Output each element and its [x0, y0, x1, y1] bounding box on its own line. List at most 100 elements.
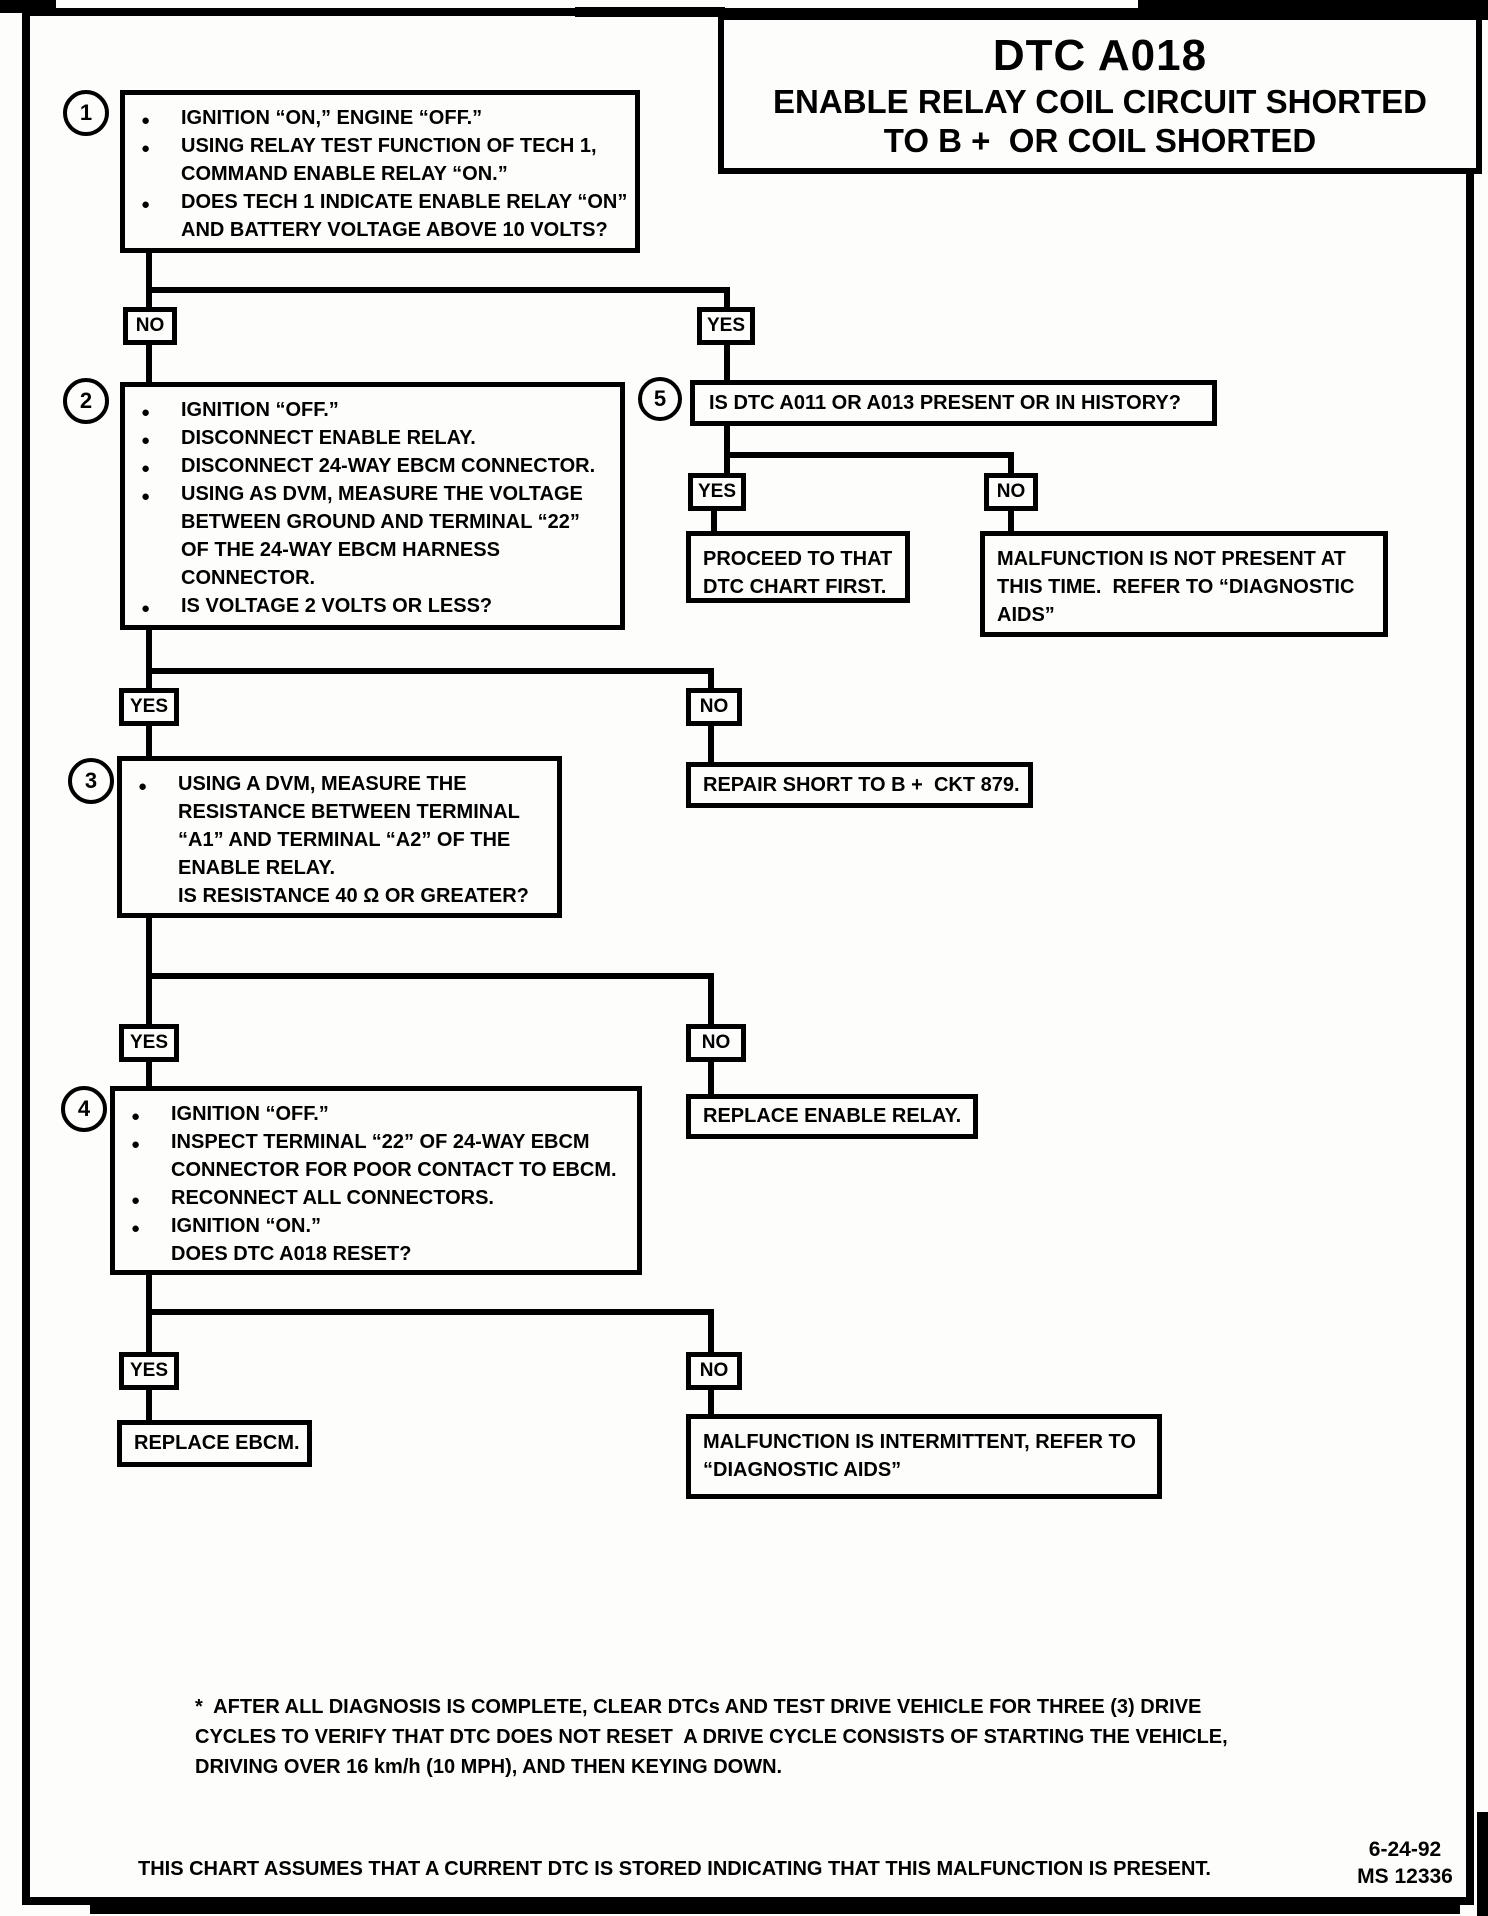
connector-line: [724, 452, 730, 473]
replace-ebcm-result-box: REPLACE EBCM.: [117, 1420, 312, 1467]
connector-line: [1008, 511, 1014, 531]
scan-artifact: [955, 9, 1115, 17]
connector-line: [146, 1062, 152, 1086]
footnote-line: CYCLES TO VERIFY THAT DTC DOES NOT RESET…: [195, 1726, 1228, 1748]
step-1-line: AND BATTERY VOLTAGE ABOVE 10 VOLTS?: [181, 219, 608, 241]
proceed-line: PROCEED TO THAT: [703, 548, 893, 570]
connector-line: [146, 630, 152, 688]
step-2-line: BETWEEN GROUND AND TERMINAL “22”: [181, 511, 580, 533]
step-4-line: IGNITION “OFF.”: [115, 1100, 631, 1131]
connector-line: [146, 918, 152, 1024]
replace-relay-text: REPLACE ENABLE RELAY.: [703, 1105, 962, 1127]
step-3-line: RESISTANCE BETWEEN TERMINAL: [178, 801, 520, 823]
connector-line: [708, 668, 714, 688]
title-box: DTC A018 ENABLE RELAY COIL CIRCUIT SHORT…: [718, 14, 1482, 174]
step-2-line: DISCONNECT 24-WAY EBCM CONNECTOR.: [125, 452, 614, 483]
intermittent-line: “DIAGNOSTIC AIDS”: [703, 1459, 902, 1481]
step-5-box: IS DTC A011 OR A013 PRESENT OR IN HISTOR…: [690, 380, 1217, 426]
step-number-label: 4: [77, 1096, 91, 1121]
step-number-label: 2: [79, 388, 93, 413]
connector-line: [708, 1062, 714, 1094]
step-4-line: DOES DTC A018 RESET?: [171, 1243, 412, 1265]
proceed-result-box: PROCEED TO THAT DTC CHART FIRST.: [686, 531, 910, 603]
step-4-line: RECONNECT ALL CONNECTORS.: [115, 1184, 631, 1215]
dtc-code-title: DTC A018: [992, 31, 1208, 80]
footnote-line: DRIVING OVER 16 km/h (10 MPH), AND THEN …: [195, 1756, 783, 1778]
document-number: MS 12336: [1357, 1865, 1453, 1888]
yes-branch-label-2: YES: [119, 688, 179, 726]
scan-artifact: [1477, 1812, 1488, 1916]
repair-short-result-box: REPAIR SHORT TO B + CKT 879.: [686, 762, 1033, 808]
step-number-label: 1: [79, 100, 93, 125]
chart-assumption-note: THIS CHART ASSUMES THAT A CURRENT DTC IS…: [138, 1858, 1211, 1880]
connector-line: [724, 287, 730, 307]
title-line-2: ENABLE RELAY COIL CIRCUIT SHORTED: [773, 83, 1427, 120]
connector-line: [146, 668, 714, 674]
step-3-line: ENABLE RELAY.: [178, 857, 336, 879]
step-2-line: IGNITION “OFF.”: [125, 396, 614, 427]
step-2-line: USING AS DVM, MEASURE THE VOLTAGE: [125, 480, 614, 511]
step-1-box: IGNITION “ON,” ENGINE “OFF.” USING RELAY…: [120, 90, 640, 253]
connector-line: [708, 1390, 714, 1414]
connector-line: [146, 253, 152, 307]
repair-short-text: REPAIR SHORT TO B + CKT 879.: [703, 773, 1020, 796]
step-3-line: IS RESISTANCE 40 Ω OR GREATER?: [178, 885, 529, 907]
no-branch-label-3: NO: [686, 1024, 746, 1062]
step-1-line: USING RELAY TEST FUNCTION OF TECH 1,: [125, 132, 629, 163]
connector-line: [708, 726, 714, 762]
no-branch-label-2: NO: [686, 688, 742, 726]
no-branch-label-5: NO: [984, 473, 1038, 511]
step-2-line: CONNECTOR.: [181, 567, 316, 589]
step-1-number: 1: [63, 90, 109, 136]
connector-line: [1008, 452, 1014, 473]
connector-line: [146, 1309, 714, 1315]
step-2-line: OF THE 24-WAY EBCM HARNESS: [181, 539, 500, 561]
step-number-label: 5: [653, 386, 667, 411]
step-5-question: IS DTC A011 OR A013 PRESENT OR IN HISTOR…: [709, 391, 1181, 414]
scan-artifact: [575, 7, 725, 17]
footnote: * AFTER ALL DIAGNOSIS IS COMPLETE, CLEAR…: [195, 1692, 1295, 1782]
connector-line: [724, 345, 730, 380]
footnote-line: * AFTER ALL DIAGNOSIS IS COMPLETE, CLEAR…: [195, 1696, 1202, 1718]
scan-artifact: [0, 0, 56, 13]
step-3-box: USING A DVM, MEASURE THE RESISTANCE BETW…: [117, 756, 562, 918]
step-1-line: COMMAND ENABLE RELAY “ON.”: [181, 163, 508, 185]
intermittent-line: MALFUNCTION IS INTERMITTENT, REFER TO: [703, 1431, 1136, 1453]
step-2-number: 2: [63, 378, 109, 424]
yes-branch-label-4: YES: [119, 1352, 179, 1390]
not-present-result-box: MALFUNCTION IS NOT PRESENT AT THIS TIME.…: [980, 531, 1388, 637]
no-label: NO: [135, 315, 165, 336]
connector-line: [708, 979, 714, 1024]
step-3-number: 3: [68, 758, 114, 804]
yes-label: YES: [129, 1360, 169, 1381]
yes-label: YES: [706, 315, 746, 336]
yes-label: YES: [129, 1032, 169, 1053]
step-4-box: IGNITION “OFF.” INSPECT TERMINAL “22” OF…: [110, 1086, 642, 1275]
connector-line: [724, 452, 1014, 458]
no-label: NO: [701, 1032, 731, 1053]
document-id-block: 6-24-92 MS 12336: [1335, 1836, 1475, 1890]
step-5-number: 5: [638, 377, 682, 421]
connector-line: [711, 511, 717, 531]
no-branch-label-1: NO: [123, 307, 177, 345]
proceed-line: DTC CHART FIRST.: [703, 576, 887, 598]
replace-ebcm-text: REPLACE EBCM.: [134, 1432, 300, 1454]
connector-line: [146, 287, 730, 293]
not-present-line: THIS TIME. REFER TO “DIAGNOSTIC: [997, 576, 1355, 598]
step-4-line: INSPECT TERMINAL “22” OF 24-WAY EBCM: [115, 1128, 631, 1159]
connector-line: [146, 726, 152, 756]
step-3-line: “A1” AND TERMINAL “A2” OF THE: [178, 829, 511, 851]
connector-line: [146, 973, 714, 979]
not-present-line: MALFUNCTION IS NOT PRESENT AT: [997, 548, 1346, 570]
yes-branch-label-5: YES: [688, 473, 746, 511]
yes-label: YES: [129, 696, 169, 717]
title-line-3: TO B + OR COIL SHORTED: [883, 122, 1317, 159]
connector-line: [146, 345, 152, 382]
connector-line: [708, 1315, 714, 1352]
no-label: NO: [996, 481, 1026, 502]
yes-branch-label-3: YES: [119, 1024, 179, 1062]
intermittent-result-box: MALFUNCTION IS INTERMITTENT, REFER TO “D…: [686, 1414, 1162, 1499]
connector-line: [146, 1390, 152, 1420]
step-2-box: IGNITION “OFF.” DISCONNECT ENABLE RELAY.…: [120, 382, 625, 630]
